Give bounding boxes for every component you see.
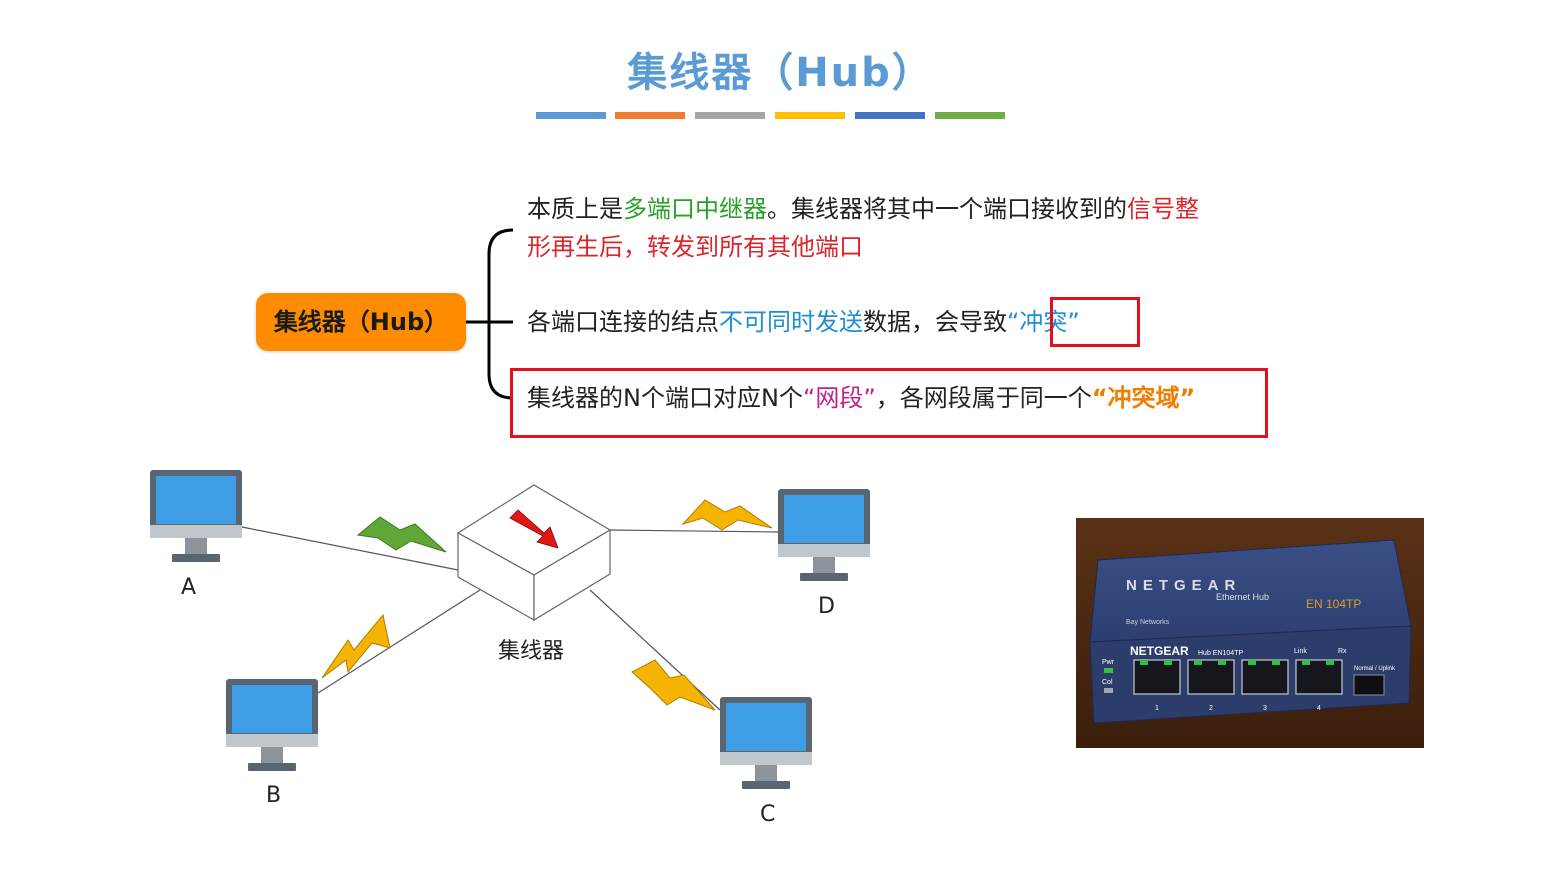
photo-link-label: Link xyxy=(1294,648,1307,655)
lightning-bolt-b xyxy=(321,613,391,679)
branch-2-text: 各端口连接的结点 xyxy=(527,308,719,336)
branch-1-highlight-repeater: 多端口中继器 xyxy=(623,195,767,223)
photo-model: EN 104TP xyxy=(1306,597,1361,611)
computer-b-icon xyxy=(226,679,318,771)
node-a-label: A xyxy=(181,575,197,600)
mindmap-branch-3: 集线器的N个端口对应N个“网段”，各网段属于同一个“冲突域” xyxy=(527,379,1195,417)
photo-port-4: 4 xyxy=(1317,705,1321,712)
lightning-bolt-a xyxy=(356,516,447,553)
branch-1-line-1: 本质上是多端口中继器。集线器将其中一个端口接收到的信号整 xyxy=(527,190,1199,228)
photo-product: Ethernet Hub xyxy=(1216,592,1269,602)
page-title: 集线器（Hub） xyxy=(627,50,934,96)
hub-product-photo: NETGEAR Ethernet Hub EN 104TP Bay Networ… xyxy=(1076,518,1424,748)
photo-ports xyxy=(1133,659,1385,696)
computer-d-icon xyxy=(778,489,870,581)
mindmap-branch-1: 本质上是多端口中继器。集线器将其中一个端口接收到的信号整 形再生后，转发到所有其… xyxy=(527,190,1199,266)
mindmap-branch-2: 各端口连接的结点不可同时发送数据，会导致“冲突” xyxy=(527,303,1080,341)
branch-2-highlight-nosend: 不可同时发送 xyxy=(719,308,863,336)
cables xyxy=(241,526,779,711)
branch-2-highlight-collision: “冲突” xyxy=(1007,308,1080,336)
mindmap-root: 集线器（Hub） xyxy=(256,293,466,351)
branch-2-text: 数据，会导致 xyxy=(863,308,1007,336)
photo-port-2: 2 xyxy=(1209,705,1213,712)
branch-3-highlight-collision-domain: “冲突域” xyxy=(1091,384,1196,412)
lightning-bolt-d xyxy=(681,499,773,531)
computer-c-icon xyxy=(720,697,812,789)
photo-front-brand: NETGEAR xyxy=(1130,644,1189,658)
node-c-label: C xyxy=(760,802,776,827)
photo-sub-brand: Bay Networks xyxy=(1126,619,1170,626)
title-bar-2 xyxy=(615,112,685,119)
branch-1-highlight-signal: 信号整 xyxy=(1127,195,1199,223)
photo-pwr-label: Pwr xyxy=(1102,659,1115,666)
collision-domain-highlight-box xyxy=(510,368,1268,438)
branch-3-text: ，各网段属于同一个 xyxy=(875,384,1092,412)
title-bar-5 xyxy=(855,112,925,119)
node-d-label: D xyxy=(818,594,835,619)
photo-uplink-label: Normal / Uplink xyxy=(1354,666,1396,672)
photo-rx-label: Rx xyxy=(1338,648,1347,655)
node-b-label: B xyxy=(266,783,282,808)
lightning-bolt-c xyxy=(631,659,716,711)
photo-brand: NETGEAR xyxy=(1126,577,1241,594)
branch-3-highlight-segment: “网段” xyxy=(802,384,876,412)
hub-device-icon xyxy=(456,484,612,622)
branch-1-line-2: 形再生后，转发到所有其他端口 xyxy=(527,233,863,261)
branch-1-text: 。集线器将其中一个端口接收到的 xyxy=(767,195,1127,223)
collision-highlight-box xyxy=(1050,297,1140,347)
photo-port-3: 3 xyxy=(1263,705,1267,712)
branch-1-text: 本质上是 xyxy=(527,195,623,223)
title-bar-4 xyxy=(775,112,845,119)
photo-col-label: Col xyxy=(1102,679,1113,686)
photo-port-1: 1 xyxy=(1155,705,1159,712)
hub-label: 集线器 xyxy=(498,639,565,664)
branch-3-text: 集线器的N个端口对应N个 xyxy=(527,384,803,412)
title-bar-1 xyxy=(536,112,606,119)
photo-front-model: Hub EN104TP xyxy=(1198,650,1243,657)
computer-a-icon xyxy=(150,470,242,562)
title-bar-6 xyxy=(935,112,1005,119)
title-bar-3 xyxy=(695,112,765,119)
